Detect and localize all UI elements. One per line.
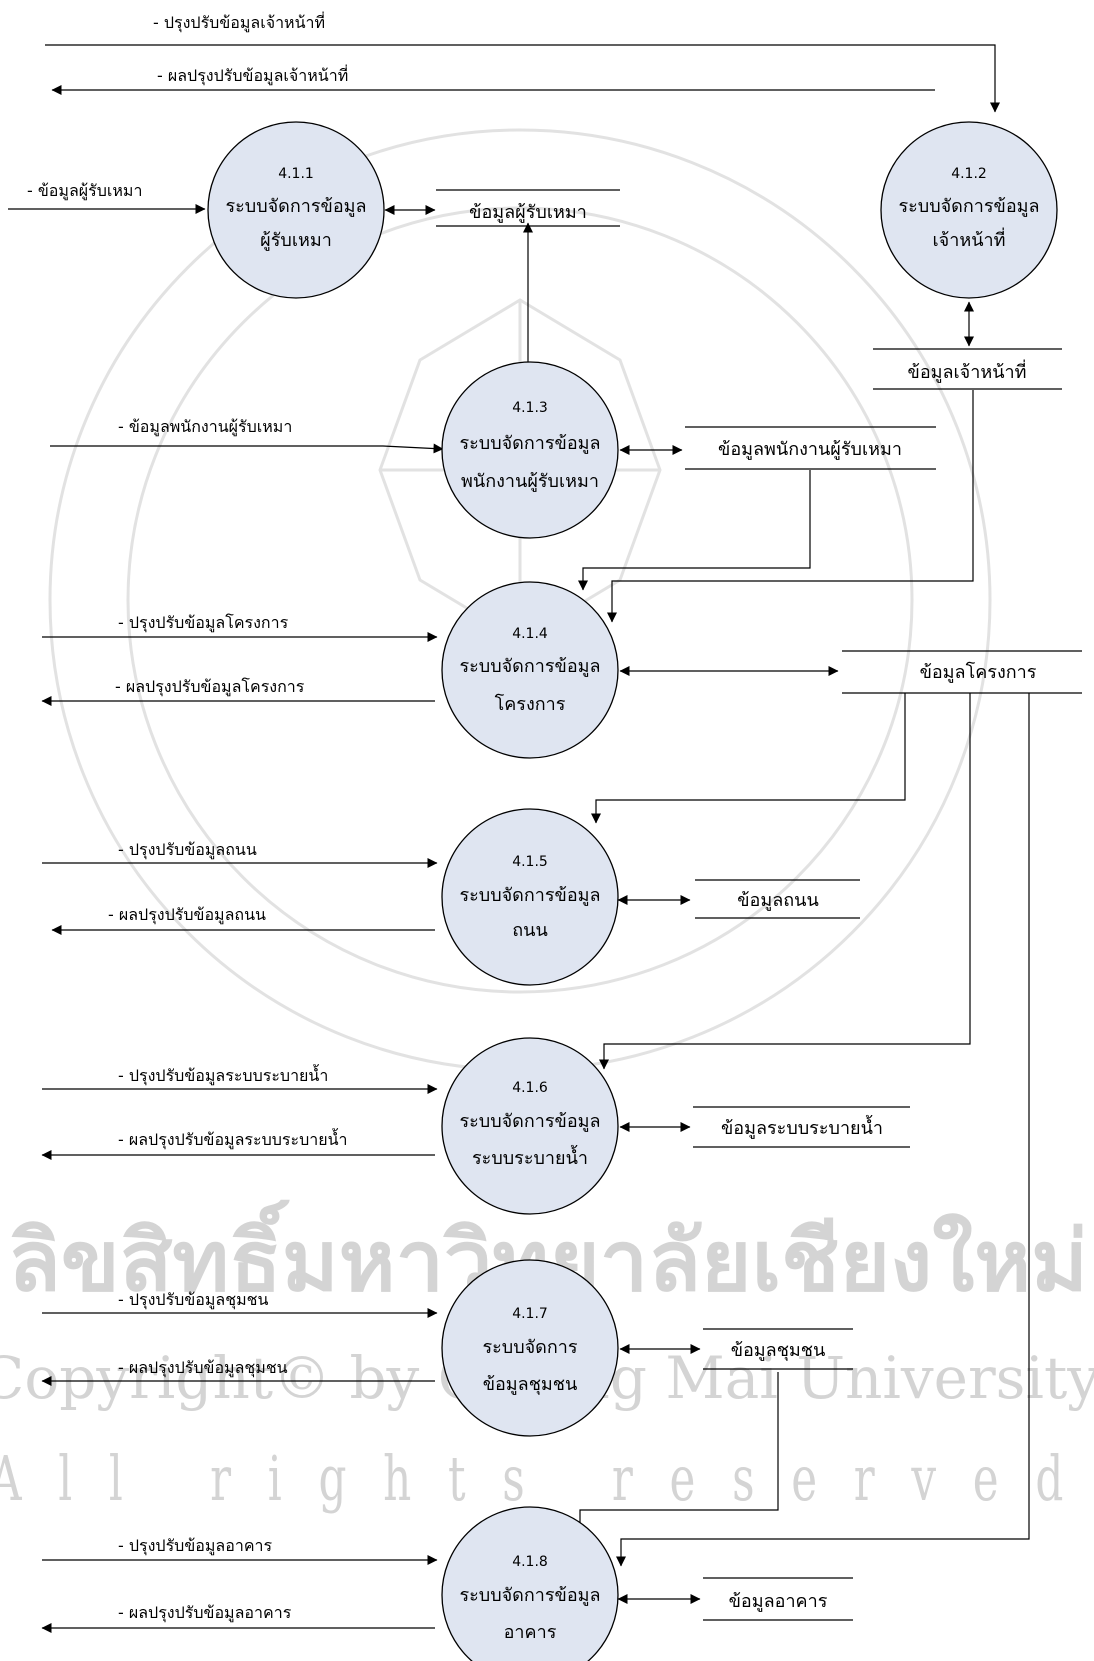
process-4-1-1-name-line2: ผู้รับเหมา bbox=[260, 230, 332, 251]
flow-contractor-input-label: - ข้อมูลผู้รับเหมา bbox=[27, 181, 142, 201]
flow-drainage-result-label: - ผลปรุงปรับข้อมูลระบบระบายน้ำ bbox=[118, 1128, 348, 1150]
flow-lines bbox=[8, 44, 1030, 1633]
process-4-1-4-name-line2: โครงการ bbox=[495, 693, 566, 715]
process-4-1-4: 4.1.4 ระบบจัดการข้อมูล โครงการ bbox=[441, 581, 619, 759]
process-4-1-4-name-line1: ระบบจัดการข้อมูล bbox=[459, 656, 600, 677]
process-4-1-3-name-line1: ระบบจัดการข้อมูล bbox=[459, 433, 600, 454]
process-4-1-6-name-line1: ระบบจัดการข้อมูล bbox=[459, 1111, 600, 1132]
store-building: ข้อมูลอาคาร bbox=[703, 1577, 853, 1621]
process-4-1-7-id: 4.1.7 bbox=[512, 1306, 548, 1322]
flow-road-update-label: - ปรุงปรับข้อมูลถนน bbox=[118, 840, 257, 860]
process-4-1-1: 4.1.1 ระบบจัดการข้อมูล ผู้รับเหมา bbox=[207, 121, 385, 299]
flow-community-result-label: - ผลปรุงปรับข้อมูลชุมชน bbox=[118, 1358, 288, 1378]
watermark-seal-inner-ring bbox=[126, 206, 914, 994]
flow-staff-result-label: - ผลปรุงปรับข้อมูลเจ้าหน้าที่ bbox=[157, 64, 348, 86]
process-4-1-6-name-line2: ระบบระบายน้ำ bbox=[472, 1145, 588, 1169]
store-staff-label: ข้อมูลเจ้าหน้าที่ bbox=[908, 359, 1027, 383]
process-4-1-7-name-line2: ข้อมูลชุมชน bbox=[483, 1374, 578, 1395]
flow-labels: - ปรุงปรับข้อมูลเจ้าหน้าที่ - ผลปรุงปรับ… bbox=[27, 11, 348, 1623]
process-4-1-5-name-line1: ระบบจัดการข้อมูล bbox=[459, 885, 600, 906]
process-4-1-5-name-line2: ถนน bbox=[512, 920, 548, 941]
process-4-1-1-circle bbox=[207, 121, 385, 299]
process-4-1-3-id: 4.1.3 bbox=[512, 400, 548, 416]
store-contractor-label: ข้อมูลผู้รับเหมา bbox=[469, 202, 587, 223]
store-community: ข้อมูลชุมชน bbox=[703, 1328, 853, 1370]
process-4-1-1-id: 4.1.1 bbox=[278, 166, 314, 182]
process-4-1-6-circle bbox=[441, 1037, 619, 1215]
flow-contractor-employee-input-label: - ข้อมูลพนักงานผู้รับเหมา bbox=[118, 417, 292, 437]
process-4-1-3: 4.1.3 ระบบจัดการข้อมูล พนักงานผู้รับเหมา bbox=[441, 361, 619, 539]
process-4-1-4-circle bbox=[441, 581, 619, 759]
process-4-1-7-circle bbox=[441, 1259, 619, 1437]
store-road-label: ข้อมูลถนน bbox=[737, 890, 819, 911]
store-community-label: ข้อมูลชุมชน bbox=[731, 1340, 826, 1361]
flow-community-update-label: - ปรุงปรับข้อมูลชุมชน bbox=[118, 1290, 268, 1310]
process-4-1-2-circle bbox=[880, 121, 1058, 299]
flow-staff-store-4-1-4-line bbox=[607, 390, 974, 623]
flow-building-update-label: - ปรุงปรับข้อมูลอาคาร bbox=[118, 1536, 273, 1556]
process-4-1-6-id: 4.1.6 bbox=[512, 1080, 548, 1096]
watermark-line-rights: All rights reserved bbox=[0, 1442, 1094, 1515]
flow-road-result-label: - ผลปรุงปรับข้อมูลถนน bbox=[108, 905, 266, 925]
flow-project-store-4-1-6-line bbox=[599, 693, 971, 1070]
process-4-1-3-circle bbox=[441, 361, 619, 539]
process-4-1-8-id: 4.1.8 bbox=[512, 1554, 548, 1570]
process-4-1-7-name-line1: ระบบจัดการ bbox=[482, 1337, 577, 1358]
store-staff: ข้อมูลเจ้าหน้าที่ bbox=[873, 348, 1062, 390]
process-4-1-5: 4.1.5 ระบบจัดการข้อมูล ถนน bbox=[441, 808, 619, 986]
process-4-1-1-name-line1: ระบบจัดการข้อมูล bbox=[225, 196, 366, 217]
flow-contractor-employee-input-line bbox=[50, 443, 444, 454]
store-project-label: ข้อมูลโครงการ bbox=[920, 661, 1037, 683]
flow-drainage-update-label: - ปรุงปรับข้อมูลระบบระบายน้ำ bbox=[118, 1064, 328, 1086]
process-4-1-8-circle bbox=[441, 1506, 619, 1661]
flow-project-store-4-1-8-line bbox=[616, 693, 1030, 1567]
store-road: ข้อมูลถนน bbox=[695, 879, 860, 919]
process-4-1-5-circle bbox=[441, 808, 619, 986]
process-4-1-2-id: 4.1.2 bbox=[951, 166, 987, 182]
flow-staff-update-line bbox=[45, 44, 1000, 113]
process-4-1-5-id: 4.1.5 bbox=[512, 854, 548, 870]
process-4-1-8-name-line1: ระบบจัดการข้อมูล bbox=[459, 1585, 600, 1606]
process-4-1-2-name-line2: เจ้าหน้าที่ bbox=[933, 227, 1006, 251]
store-contractor-employee-label: ข้อมูลพนักงานผู้รับเหมา bbox=[718, 439, 902, 460]
process-4-1-8: 4.1.8 ระบบจัดการข้อมูล อาคาร bbox=[441, 1506, 619, 1661]
store-drainage-label: ข้อมูลระบบระบายน้ำ bbox=[721, 1115, 883, 1139]
flow-employee-store-4-1-4-line bbox=[578, 470, 811, 591]
flow-staff-update-label: - ปรุงปรับข้อมูลเจ้าหน้าที่ bbox=[153, 11, 325, 33]
process-4-1-7: 4.1.7 ระบบจัดการ ข้อมูลชุมชน bbox=[441, 1259, 619, 1437]
flow-building-result-label: - ผลปรุงปรับข้อมูลอาคาร bbox=[118, 1603, 292, 1623]
store-contractor-employee: ข้อมูลพนักงานผู้รับเหมา bbox=[685, 426, 936, 470]
flow-project-update-label: - ปรุงปรับข้อมูลโครงการ bbox=[118, 613, 289, 633]
process-4-1-4-id: 4.1.4 bbox=[512, 626, 548, 642]
flow-project-store-4-1-5-line bbox=[591, 693, 906, 824]
process-4-1-2-name-line1: ระบบจัดการข้อมูล bbox=[898, 196, 1039, 217]
process-4-1-3-name-line2: พนักงานผู้รับเหมา bbox=[461, 471, 599, 492]
store-project: ข้อมูลโครงการ bbox=[842, 650, 1082, 694]
process-4-1-2: 4.1.2 ระบบจัดการข้อมูล เจ้าหน้าที่ bbox=[880, 121, 1058, 299]
flow-project-result-label: - ผลปรุงปรับข้อมูลโครงการ bbox=[115, 677, 305, 697]
process-4-1-8-name-line2: อาคาร bbox=[504, 1622, 557, 1643]
store-drainage: ข้อมูลระบบระบายน้ำ bbox=[693, 1106, 910, 1148]
store-contractor: ข้อมูลผู้รับเหมา bbox=[436, 189, 620, 227]
store-building-label: ข้อมูลอาคาร bbox=[729, 1591, 828, 1612]
process-4-1-6: 4.1.6 ระบบจัดการข้อมูล ระบบระบายน้ำ bbox=[441, 1037, 619, 1215]
